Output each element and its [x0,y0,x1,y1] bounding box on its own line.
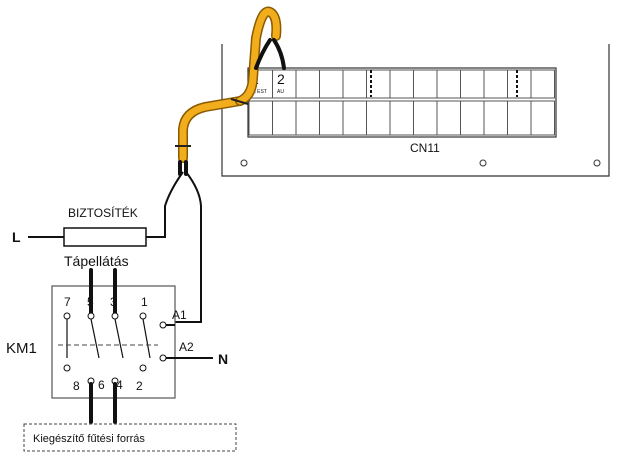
line-input: L [12,229,64,245]
terminal-cell-bottom [389,100,414,136]
terminal-cell-bottom [319,100,344,136]
cn11-pin2-label: 2 [277,71,285,87]
terminal-cell-top [342,69,367,99]
terminal-cell-top [460,69,485,99]
terminal-cell-bottom [366,100,391,136]
cn11-label: CN11 [410,141,440,155]
km1-pin-7: 7 [64,295,71,309]
yellow-cable [175,6,282,163]
cn11-pin1-sublabel: AI EST [251,89,267,95]
terminal-cell-bottom [295,100,320,136]
coil-a2-label: A2 [179,340,194,354]
terminal-cell-top [366,69,391,99]
km1-label: KM1 [6,340,37,357]
terminal-cell-top [319,69,344,99]
km1-pin-3: 3 [110,295,117,309]
terminal-cell-bottom [436,100,461,136]
line-label: L [12,229,21,245]
terminal-cell-bottom [342,100,367,136]
terminal-cell-top [436,69,461,99]
cable-split-wires [146,160,202,323]
fuse-label: BIZTOSÍTÉK [68,205,138,220]
control-board [221,44,610,177]
coil-a1-label: A1 [172,308,187,322]
terminal-cell-bottom [413,100,438,136]
km1-pin-2: 2 [136,379,143,393]
km1-pin-1: 1 [141,295,148,309]
auxiliary-heater: Kiegészítő fűtési forrás [23,423,237,452]
terminal-cell-bottom [248,100,273,136]
km1-pin-4: 4 [116,378,123,392]
terminal-cell-bottom [272,100,297,136]
terminal-cell-top [295,69,320,99]
terminal-cell-bottom [530,100,555,136]
km1-pin-8: 8 [73,379,80,393]
cn11-pin2-sublabel: AU [277,89,284,95]
fuse: BIZTOSÍTÉK [63,205,147,247]
cn11-terminal-block: 1 AI EST 2 AU CN11 [247,67,557,155]
terminal-cell-top [389,69,414,99]
km1-pin-6: 6 [98,378,105,392]
power-supply-label: Tápellátás [64,253,129,269]
km1-contactor: KM1 7 5 3 1 8 6 4 2 A1 A2 [6,268,228,424]
terminal-cell-top [413,69,438,99]
terminal-cell-bottom [507,100,532,136]
terminal-cell-bottom [483,100,508,136]
terminal-cell-top [530,69,555,99]
terminal-cell-bottom [460,100,485,136]
terminal-cell-top [483,69,508,99]
auxiliary-heater-label: Kiegészítő fűtési forrás [33,433,145,445]
neutral-label: N [218,351,228,367]
cn11-input-wires [254,38,286,70]
km1-pin-5: 5 [87,295,94,309]
terminal-cell-top [507,69,532,99]
